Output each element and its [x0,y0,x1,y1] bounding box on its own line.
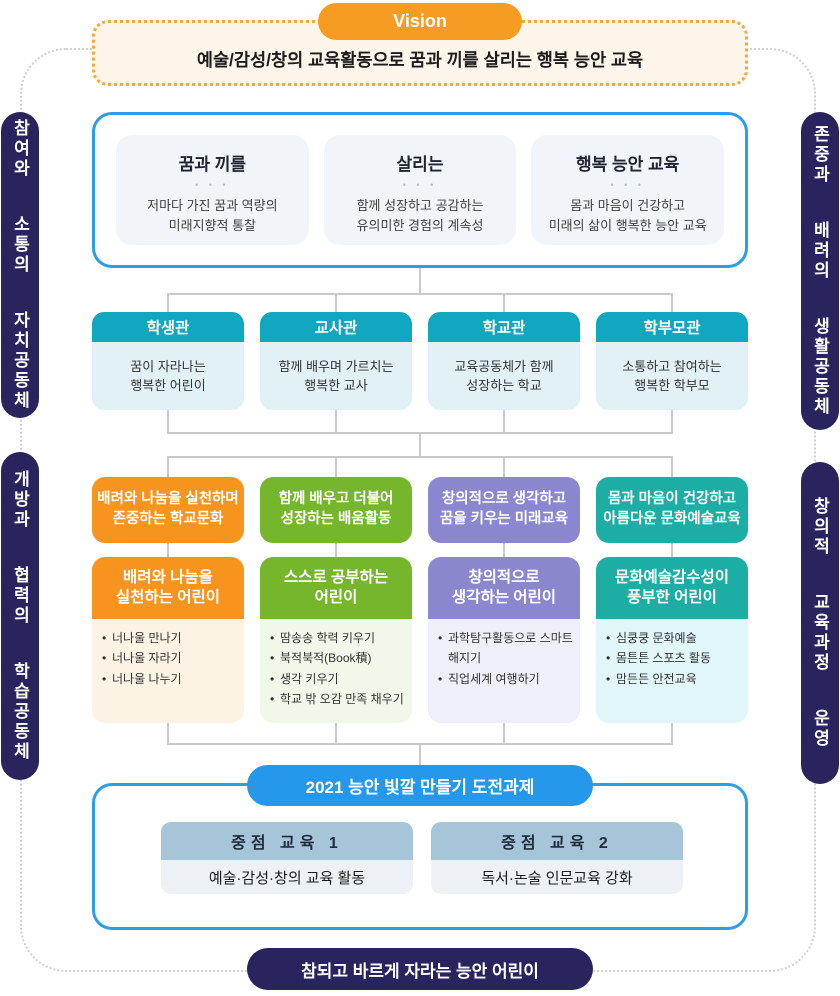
connector-line [419,743,421,765]
connector-line [419,432,421,456]
goal-column-learning: 함께 배우고 더불어 성장하는 배움활동 스스로 공부하는 어린이 땀송송 학력… [260,477,412,723]
connector-line [335,456,337,477]
perspective-header: 학부모관 [596,312,748,342]
goal-item: 직업세계 여행하기 [438,669,574,690]
connector-line [167,543,169,557]
keyword-desc: 몸과 마음이 건강하고 미래의 삶이 행복한 능안 교육 [548,198,707,234]
focus-card-body: 독서·논술 인문교육 강화 [431,860,683,894]
connector-line [671,293,673,312]
connector-line [167,723,169,743]
goal-column-future-education: 창의적으로 생각하고 꿈을 키우는 미래교육 창의적으로 생각하는 어린이 과학… [428,477,580,723]
keyword-card: 살리는 • • • 함께 성장하고 공감하는 유의미한 경험의 계속성 [323,135,517,245]
connector-line [419,268,421,293]
goal-target-header: 스스로 공부하는 어린이 [260,557,412,619]
vision-pill: Vision [318,3,522,40]
goal-item: 맘든든 안전교육 [606,669,742,690]
connector-line [335,410,337,432]
focus-card-2: 중점 교육 2 독서·논술 인문교육 강화 [431,822,683,894]
goal-item: 학교 밖 오감 만족 채우기 [270,689,406,710]
goal-item-list: 땀송송 학력 키우기 북적북적(Book積) 생각 키우기 학교 밖 오감 만족… [260,619,412,723]
goal-item: 너나울 만나기 [102,628,238,649]
side-pill-left-top: 참여와 소통의 자치공동체 [1,112,39,418]
goal-column-school-culture: 배려와 나눔을 실천하며 존중하는 학교문화 배려와 나눔을 실천하는 어린이 … [92,477,244,723]
focus-card-body: 예술·감성·창의 교육 활동 [161,860,413,894]
goal-item: 너나울 자라기 [102,648,238,669]
connector-line [335,723,337,743]
goal-item: 몸튼튼 스포츠 활동 [606,648,742,669]
connector-line [503,410,505,432]
keyword-desc: 저마다 가진 꿈과 역량의 미래지향적 통찰 [147,198,278,234]
focus-card-header: 중점 교육 2 [431,822,683,860]
connector-line [671,456,673,477]
keyword-card: 꿈과 끼를 • • • 저마다 가진 꿈과 역량의 미래지향적 통찰 [116,135,309,245]
perspective-header: 학생관 [92,312,244,342]
goal-column-culture-arts: 몸과 마음이 건강하고 아름다운 문화예술교육 문화예술감수성이 풍부한 어린이… [596,477,748,723]
perspective-card: 학생관 꿈이 자라나는 행복한 어린이 [92,312,244,410]
connector-line [167,293,169,312]
goal-direction-box: 배려와 나눔을 실천하며 존중하는 학교문화 [92,477,244,543]
goal-direction-box: 창의적으로 생각하고 꿈을 키우는 미래교육 [428,477,580,543]
connector-line [335,293,337,312]
connector-line [671,410,673,432]
footer-pill: 참되고 바르게 자라는 능안 어린이 [247,948,593,990]
connector-line [335,543,337,557]
goal-direction-box: 함께 배우고 더불어 성장하는 배움활동 [260,477,412,543]
goal-item: 북적북적(Book積) [270,648,406,669]
goal-item-list: 너나울 만나기 너나울 자라기 너나울 나누기 [92,619,244,723]
goal-target-header: 배려와 나눔을 실천하는 어린이 [92,557,244,619]
connector-line [671,723,673,743]
perspective-desc: 교육공동체가 함께 성장하는 학교 [428,342,580,410]
goal-item: 생각 키우기 [270,669,406,690]
connector-line [167,456,673,458]
perspective-desc: 소통하고 참여하는 행복한 학부모 [596,342,748,410]
connector-line [503,543,505,557]
keyword-title: 살리는 [396,155,444,174]
goal-item: 심쿵쿵 문화예술 [606,628,742,649]
focus-card-1: 중점 교육 1 예술·감성·창의 교육 활동 [161,822,413,894]
dots-separator: • • • [195,180,230,190]
perspective-card: 학부모관 소통하고 참여하는 행복한 학부모 [596,312,748,410]
keyword-card: 행복 능안 교육 • • • 몸과 마음이 건강하고 미래의 삶이 행복한 능안… [531,135,725,245]
side-pill-right-top: 존중과 배려의 생활공동체 [801,112,839,430]
perspective-desc: 꿈이 자라나는 행복한 어린이 [92,342,244,410]
side-pill-right-bottom: 창의적 교육과정 운영 [801,462,839,784]
focus-card-header: 중점 교육 1 [161,822,413,860]
challenge-title-pill: 2021 능안 빛깔 만들기 도전과제 [247,765,593,806]
dots-separator: • • • [402,180,438,190]
goal-item-list: 심쿵쿵 문화예술 몸튼튼 스포츠 활동 맘든든 안전교육 [596,619,748,723]
goal-item: 땀송송 학력 키우기 [270,628,406,649]
goal-item: 너나울 나누기 [102,669,238,690]
perspective-desc: 함께 배우며 가르치는 행복한 교사 [260,342,412,410]
keyword-desc: 함께 성장하고 공감하는 유의미한 경험의 계속성 [356,198,484,234]
goal-target-header: 창의적으로 생각하는 어린이 [428,557,580,619]
connector-line [167,410,169,432]
perspective-header: 학교관 [428,312,580,342]
connector-line [671,543,673,557]
goal-target-header: 문화예술감수성이 풍부한 어린이 [596,557,748,619]
connector-line [167,293,673,295]
goal-item: 과학탐구활동으로 스마트해지기 [438,628,574,669]
goal-item-list: 과학탐구활동으로 스마트해지기 직업세계 여행하기 [428,619,580,723]
goal-direction-box: 몸과 마음이 건강하고 아름다운 문화예술교육 [596,477,748,543]
perspective-card: 교사관 함께 배우며 가르치는 행복한 교사 [260,312,412,410]
dots-separator: • • • [610,180,645,190]
keyword-title: 꿈과 끼를 [178,155,246,174]
keyword-title: 행복 능안 교육 [576,155,680,174]
vision-statement: 예술/감성/창의 교육활동으로 꿈과 끼를 살리는 행복 능안 교육 [196,50,644,70]
keyword-box: 꿈과 끼를 • • • 저마다 가진 꿈과 역량의 미래지향적 통찰 살리는 •… [92,112,748,268]
perspective-header: 교사관 [260,312,412,342]
perspective-card: 학교관 교육공동체가 함께 성장하는 학교 [428,312,580,410]
connector-line [503,456,505,477]
connector-line [503,293,505,312]
connector-line [503,723,505,743]
side-pill-left-bottom: 개방과 협력의 학습공동체 [1,452,39,780]
connector-line [167,456,169,477]
